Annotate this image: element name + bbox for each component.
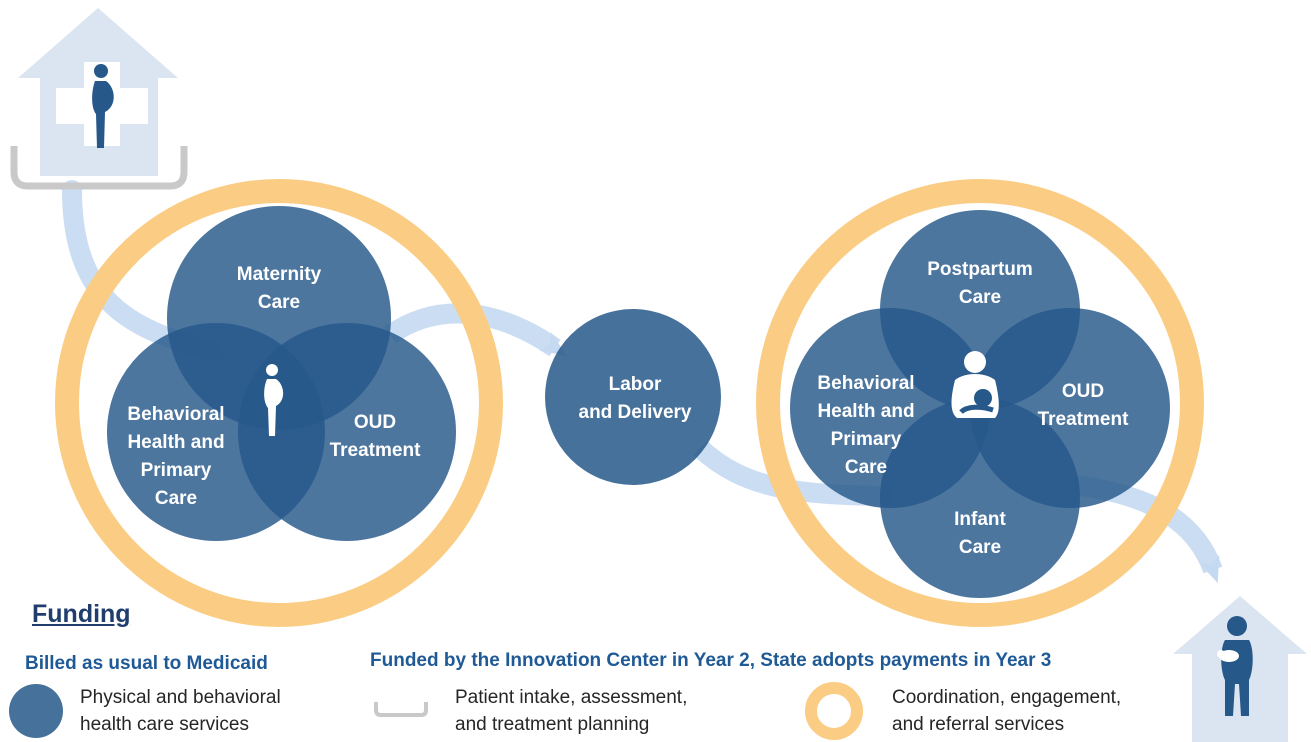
intake-description: Patient intake, assessment, and treatmen… xyxy=(455,687,688,735)
postpartum-behavioral-health-line-1: Behavioral xyxy=(817,373,914,394)
prenatal-coordination-ring xyxy=(55,179,503,627)
prenatal-behavioral-health-line-3: Primary xyxy=(141,460,212,481)
coordination-description: Coordination, engagement, and referral s… xyxy=(892,687,1122,735)
postpartum-care-line-1: Postpartum xyxy=(927,259,1033,280)
breastfeeding-mother-icon xyxy=(951,351,999,418)
end-house xyxy=(1173,596,1307,742)
ring-symbol xyxy=(805,682,863,740)
postpartum-oud-treatment-label: OUD Treatment xyxy=(1038,381,1129,430)
postpartum-behavioral-health-line-3: Primary xyxy=(831,429,902,450)
prenatal-behavioral-health-line-4: Care xyxy=(155,488,197,509)
pregnant-woman-icon xyxy=(92,64,114,148)
postpartum-oud-treatment-line-2: Treatment xyxy=(1038,409,1129,430)
medicaid-services-description: Physical and behavioral health care serv… xyxy=(80,687,281,735)
innovation-center-heading: Funded by the Innovation Center in Year … xyxy=(370,650,1052,671)
filled-circle-symbol xyxy=(9,684,63,738)
labor-delivery-circle xyxy=(545,309,721,485)
labor-delivery-label: Labor and Delivery xyxy=(579,374,692,423)
pregnant-woman-center-icon xyxy=(264,364,284,436)
medicaid-heading: Billed as usual to Medicaid xyxy=(25,653,268,674)
postpartum-behavioral-health-line-4: Care xyxy=(845,457,887,478)
postpartum-behavioral-health-line-2: Health and xyxy=(817,401,914,422)
labor-delivery-node: Labor and Delivery xyxy=(545,309,721,485)
prenatal-oud-treatment-circle xyxy=(238,323,456,541)
maternity-care-line-2: Care xyxy=(258,292,300,313)
labor-delivery-line-1: Labor xyxy=(609,374,662,395)
infant-care-line-1: Infant xyxy=(954,509,1006,530)
intake-bracket xyxy=(10,146,188,190)
postpartum-oud-treatment-line-1: OUD xyxy=(1062,381,1104,402)
labor-delivery-line-2: and Delivery xyxy=(579,402,692,423)
mother-with-infant-icon xyxy=(1217,616,1253,716)
bracket-symbol xyxy=(374,702,428,717)
prenatal-oud-treatment-line-1: OUD xyxy=(354,412,396,433)
prenatal-oud-treatment-line-2: Treatment xyxy=(330,440,421,461)
funding-title: Funding xyxy=(32,600,131,628)
infant-care-line-2: Care xyxy=(959,537,1001,558)
prenatal-behavioral-health-line-2: Health and xyxy=(127,432,224,453)
postpartum-coordination-ring xyxy=(756,179,1204,627)
start-house xyxy=(10,8,188,190)
prenatal-oud-treatment-label: OUD Treatment xyxy=(330,412,421,461)
postpartum-care-line-2: Care xyxy=(959,287,1001,308)
maternity-care-line-1: Maternity xyxy=(237,264,322,285)
prenatal-behavioral-health-line-1: Behavioral xyxy=(127,404,224,425)
infant-care-circle xyxy=(880,398,1080,598)
